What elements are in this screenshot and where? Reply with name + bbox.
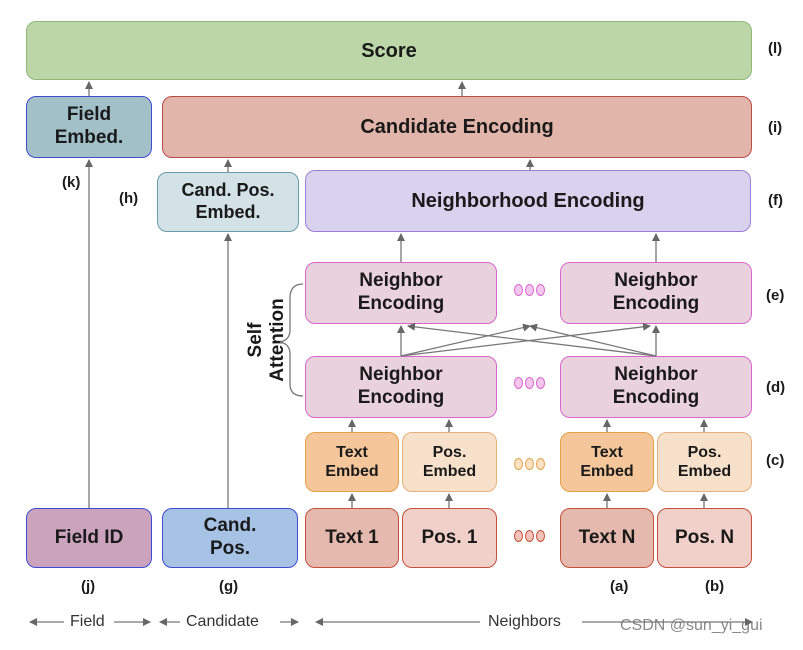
ellipsis-dots-e	[514, 284, 545, 296]
label-i: (i)	[768, 119, 783, 136]
label-b: (b)	[705, 578, 725, 595]
ellipsis-dots-d	[514, 377, 545, 389]
score-box: Score	[26, 21, 752, 80]
text-embed-1-box: Text Embed	[305, 432, 399, 492]
pos-embed-1-box: Pos. Embed	[402, 432, 497, 492]
text-embed-n-box: Text Embed	[560, 432, 654, 492]
label-f: (f)	[768, 192, 783, 209]
cand-pos-embed-box: Cand. Pos. Embed.	[157, 172, 299, 232]
field-id-box: Field ID	[26, 508, 152, 568]
pos-1-box: Pos. 1	[402, 508, 497, 568]
pos-embed-n-box: Pos. Embed	[657, 432, 752, 492]
neighbor-encoding-1-bottom: Neighbor Encoding	[305, 356, 497, 418]
label-g: (g)	[219, 578, 239, 595]
cand-pos-box: Cand. Pos.	[162, 508, 298, 568]
label-j: (j)	[81, 578, 96, 595]
label-d: (d)	[766, 379, 786, 396]
label-a: (a)	[610, 578, 629, 595]
text-1-box: Text 1	[305, 508, 399, 568]
label-c: (c)	[766, 452, 785, 469]
neighbor-encoding-n-bottom: Neighbor Encoding	[560, 356, 752, 418]
label-h: (h)	[119, 190, 139, 207]
label-k: (k)	[62, 174, 81, 191]
neighbor-encoding-1-top: Neighbor Encoding	[305, 262, 497, 324]
pos-n-box: Pos. N	[657, 508, 752, 568]
ellipsis-dots-c	[514, 458, 545, 470]
text-n-box: Text N	[560, 508, 654, 568]
candidate-encoding-box: Candidate Encoding	[162, 96, 752, 158]
neighborhood-encoding-box: Neighborhood Encoding	[305, 170, 751, 232]
footer-neighbors: Neighbors	[488, 613, 561, 630]
field-embed-box: Field Embed.	[26, 96, 152, 158]
footer-candidate: Candidate	[186, 613, 259, 630]
footer-field: Field	[70, 613, 105, 630]
neighbor-encoding-n-top: Neighbor Encoding	[560, 262, 752, 324]
label-e: (e)	[766, 287, 785, 304]
ellipsis-dots-inputs	[514, 530, 545, 542]
label-l: (l)	[768, 40, 783, 57]
watermark: CSDN @sun_yi_gui	[620, 617, 763, 634]
